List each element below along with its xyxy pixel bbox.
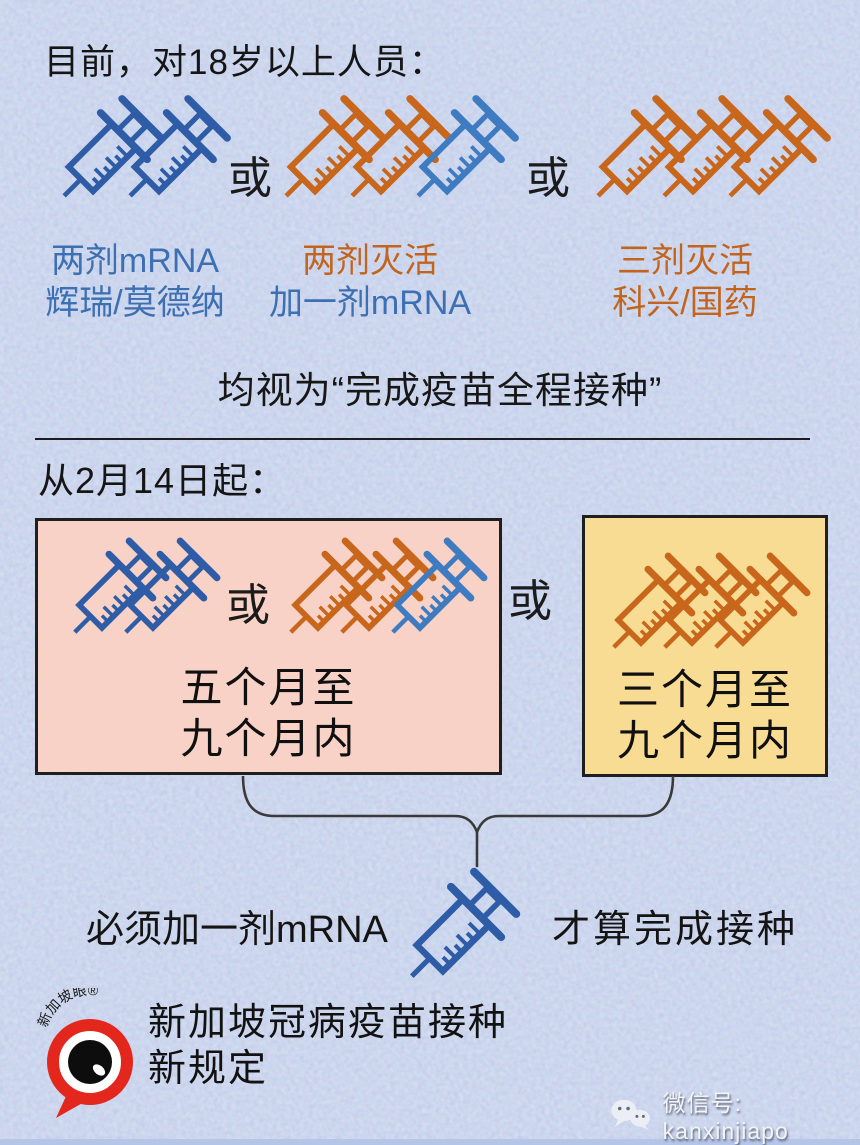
- option-label-line2: 加一剂mRNA: [268, 284, 472, 322]
- period-line2: 九个月内: [180, 715, 357, 762]
- syringe-group-two-sinovac-plus-mrna: [270, 529, 496, 653]
- booster-syringe-icon: [388, 858, 530, 1000]
- syringe-group-three-sinovac: [576, 86, 840, 218]
- booster-window-text: 五个月至 九个月内: [38, 662, 499, 764]
- option-label-line1: 两剂mRNA: [50, 242, 220, 280]
- requirement-left-text: 必须加一剂mRNA: [86, 909, 388, 951]
- wechat-footer: 微信号: kanxinjiapo: [610, 1084, 860, 1145]
- conclusion-text: 均视为“完成疫苗全程接种”: [217, 370, 663, 411]
- option-label-three-sinovac: 三剂灭活 科兴/国药: [565, 240, 805, 324]
- period-line2: 九个月内: [616, 717, 793, 764]
- option-label-line2: 辉瑞/莫德纳: [45, 284, 225, 322]
- wechat-icon: [611, 1099, 650, 1130]
- option-box-mrna-track: 或 五个月至 九个月内: [35, 518, 502, 775]
- option-label-line2: 科兴/国药: [612, 284, 758, 322]
- syringe-group-two-mrna: [54, 529, 229, 653]
- option-label-line1: 两剂灭活: [302, 242, 438, 280]
- period-line1: 五个月至: [180, 664, 357, 711]
- syringe-icon: [105, 529, 229, 653]
- section-divider: [35, 438, 810, 440]
- section2-title: 从2月14日起：: [38, 460, 287, 501]
- syringe-group-three-sinovac: [593, 544, 819, 668]
- logo-pupil: [68, 1040, 112, 1084]
- option-label-line1: 三剂灭活: [617, 242, 753, 280]
- page-title: 目前，对18岁以上人员：: [44, 43, 445, 82]
- wechat-id-text: 微信号: kanxinjiapo: [662, 1090, 789, 1144]
- syringe-group-two-mrna: [42, 86, 240, 218]
- sgeye-logo: 新加坡眼®: [34, 988, 133, 1118]
- or-separator: 或: [526, 154, 570, 203]
- requirement-right-text: 才算完成接种: [552, 909, 799, 951]
- period-line1: 三个月至: [616, 666, 793, 713]
- option-box-sinovac-track: 三个月至 九个月内: [582, 515, 828, 777]
- or-separator: 或: [508, 577, 552, 626]
- or-separator: 或: [226, 581, 270, 630]
- footer-caption-line1: 新加坡冠病疫苗接种: [148, 1002, 509, 1044]
- syringe-icon: [396, 86, 528, 218]
- brace-connector: [241, 776, 675, 868]
- syringe-icon: [372, 529, 496, 653]
- or-separator: 或: [228, 154, 272, 203]
- syringe-icon: [708, 86, 840, 218]
- syringe-group-two-sinovac-plus-mrna: [264, 86, 528, 218]
- logo-pupil-highlight: [92, 1064, 106, 1076]
- footer-caption-line2: 新规定: [148, 1048, 269, 1090]
- syringe-icon: [695, 544, 819, 668]
- syringe-icon: [108, 86, 240, 218]
- option-label-two-mrna: 两剂mRNA 辉瑞/莫德纳: [15, 240, 255, 324]
- footer-caption: 新加坡冠病疫苗接种 新规定: [148, 1000, 508, 1092]
- booster-window-text: 三个月至 九个月内: [585, 664, 825, 766]
- option-label-sinovac-plus-mrna: 两剂灭活 加一剂mRNA: [250, 240, 490, 324]
